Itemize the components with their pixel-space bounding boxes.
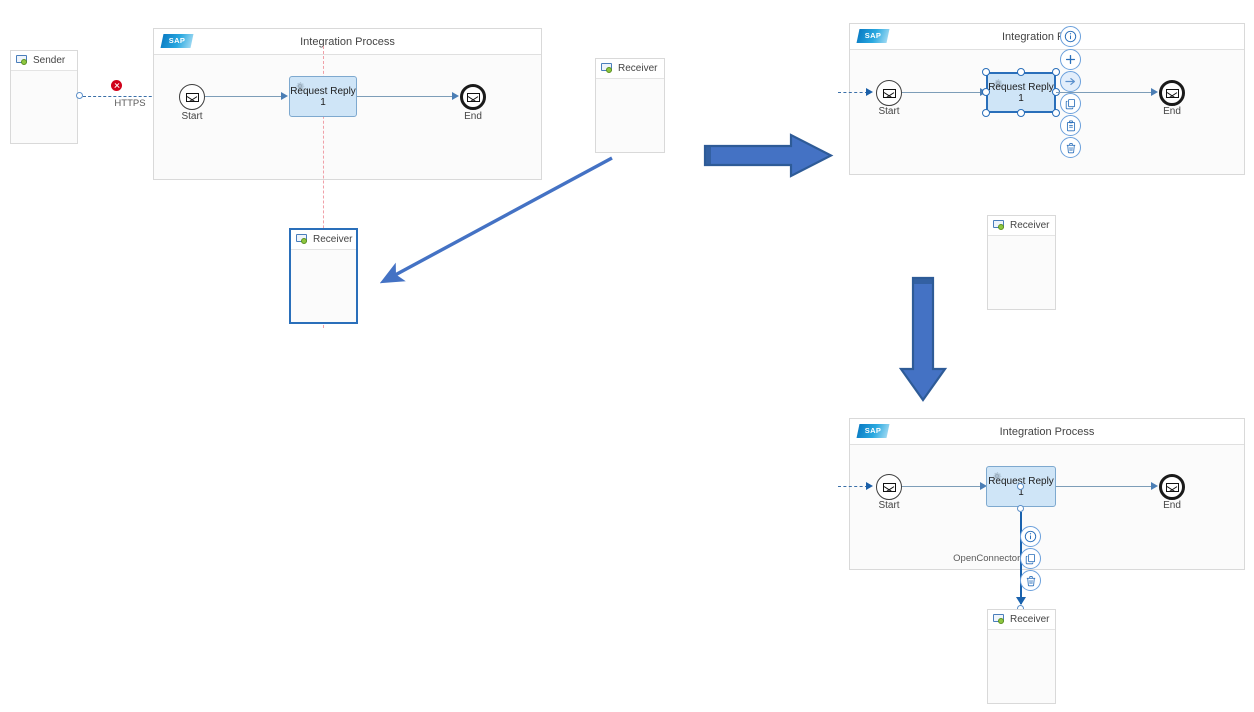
end-event-label-panel3: End [1163,500,1181,511]
alignment-guide [323,46,324,328]
openconnectors-arrowhead [1016,597,1026,605]
info-icon[interactable] [1060,26,1081,47]
flow-arrowhead-end-panel2 [1151,88,1158,96]
envelope-icon [882,88,896,98]
sender-participant-panel1[interactable]: Sender [10,50,78,144]
end-event-panel1[interactable] [460,84,486,110]
request-reply-task-label-panel1: Request Reply 1 [290,85,356,108]
end-event-panel2[interactable] [1159,80,1185,106]
participant-icon [16,55,28,66]
resize-handle-tr[interactable] [1052,68,1060,76]
receiver-participant-connected[interactable]: Receiver [987,609,1056,704]
start-event-label-panel3: Start [878,500,900,511]
envelope-icon [1165,482,1179,492]
receiver-unplaced-label: Receiver [618,63,658,74]
delete-icon[interactable] [1020,570,1041,591]
flow-arrowhead-task-panel1 [281,92,288,100]
start-event-label-panel1: Start [181,111,203,122]
incoming-arrowhead-panel2 [866,88,873,96]
incoming-message-flow-panel3 [838,486,868,487]
end-event-label-panel1: End [464,111,482,122]
envelope-icon [882,482,896,492]
pool-header-panel3 [850,419,1244,445]
receiver-connected-label: Receiver [1010,614,1050,625]
https-label: HTTPS [114,98,146,109]
paste-icon[interactable] [1060,115,1081,136]
end-event-panel3[interactable] [1159,474,1185,500]
request-reply-task-label-panel2: Request Reply 1 [988,81,1054,104]
delete-icon[interactable] [1060,137,1081,158]
pool-header-panel2 [850,24,1244,50]
receiver-connected-header [988,610,1055,630]
start-event-panel3[interactable] [876,474,902,500]
pool-header-panel1 [154,29,541,55]
receiver-participant-standalone[interactable]: Receiver [987,215,1056,310]
participant-icon [993,614,1005,625]
flow-arrowhead-end-panel1 [452,92,459,100]
incoming-message-flow-panel2 [838,92,868,93]
resize-handle-ml[interactable] [982,88,990,96]
pool-body-panel1 [154,55,541,179]
start-event-panel1[interactable] [179,84,205,110]
step-right-arrow [703,133,834,178]
message-flow-source-anchor[interactable] [1017,505,1024,512]
start-event-panel2[interactable] [876,80,902,106]
arrow-right-icon[interactable] [1060,71,1081,92]
pool-body-panel3 [850,445,1244,569]
gear-icon [993,472,1002,480]
task-midpoint-anchor-panel3[interactable] [1017,483,1024,490]
flow-start-to-task-panel1 [205,96,283,98]
resize-handle-tc[interactable] [1017,68,1025,76]
sender-anchor [76,92,83,99]
https-message-flow[interactable] [83,96,172,97]
receiver-participant-unplaced[interactable]: Receiver [595,58,665,153]
receiver-participant-dragged[interactable]: Receiver [289,228,358,324]
plus-icon[interactable] [1060,49,1081,70]
request-reply-task-label-panel3: Request Reply 1 [988,475,1054,498]
participant-icon [601,63,613,74]
envelope-icon [185,92,199,102]
receiver-standalone-header [988,216,1055,236]
error-icon [111,80,122,91]
step-down-arrow [898,276,948,402]
pool-title-panel2: Integration Pr [1001,31,1069,43]
flow-task-to-end-panel2 [1056,92,1153,94]
participant-icon [296,234,308,245]
resize-handle-br[interactable] [1052,109,1060,117]
envelope-icon [466,92,480,102]
flow-arrowhead-end-panel3 [1151,482,1158,490]
sender-label: Sender [33,55,66,66]
copy-icon[interactable] [1020,548,1041,569]
drag-receiver-arrow [379,156,613,284]
request-reply-task-panel1[interactable]: Request Reply 1 [289,76,357,117]
gear-icon [994,79,1003,87]
pool-title-panel3: Integration Process [999,426,1095,438]
flow-arrowhead-task-panel3 [980,482,987,490]
resize-handle-tl[interactable] [982,68,990,76]
pool-title-panel1: Integration Process [300,36,395,48]
flow-start-to-task-panel3 [902,486,982,488]
flow-task-to-end-panel3 [1056,486,1153,488]
openconnectors-label: OpenConnectors [953,553,1025,564]
copy-icon[interactable] [1060,93,1081,114]
flow-start-to-task-panel2 [902,92,982,94]
info-icon[interactable] [1020,526,1041,547]
sender-header [11,51,77,71]
incoming-arrowhead-panel3 [866,482,873,490]
resize-handle-bc[interactable] [1017,109,1025,117]
envelope-icon [1165,88,1179,98]
start-event-label-panel2: Start [878,106,900,117]
receiver-dragged-header [291,230,356,250]
receiver-unplaced-header [596,59,664,79]
participant-icon [993,220,1005,231]
receiver-dragged-label: Receiver [313,234,353,245]
flow-task-to-end-panel1 [357,96,454,98]
request-reply-task-panel2[interactable]: Request Reply 1 [986,72,1056,113]
gear-icon [296,82,305,90]
receiver-standalone-label: Receiver [1010,220,1050,231]
end-event-label-panel2: End [1163,106,1181,117]
resize-handle-bl[interactable] [982,109,990,117]
